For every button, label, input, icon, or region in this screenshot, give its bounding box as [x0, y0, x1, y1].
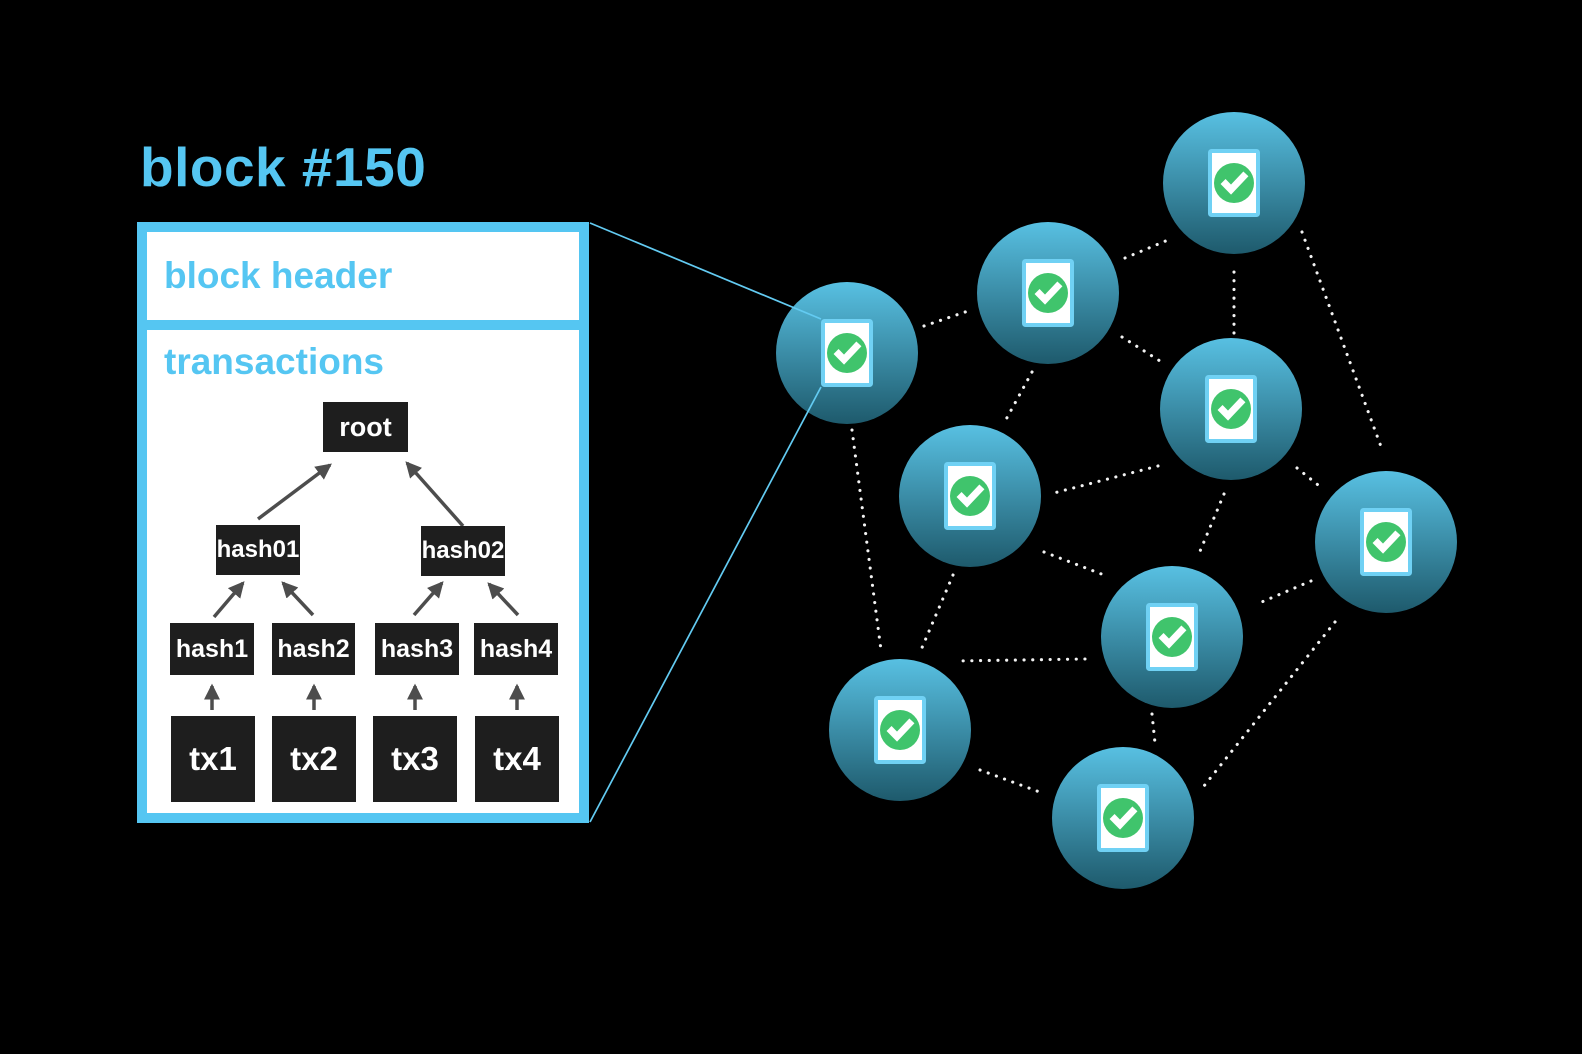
check-icon — [1372, 530, 1401, 554]
check-circle-icon — [1152, 617, 1192, 657]
block-header-label: block header — [164, 255, 393, 296]
merkle-box-tx1: tx1 — [171, 716, 255, 802]
validated-document-h — [874, 696, 926, 764]
network-link-d-g — [1196, 492, 1226, 558]
validated-document-a — [821, 319, 873, 387]
network-link-g-i — [1150, 712, 1157, 745]
network-link-c-f — [1300, 230, 1385, 454]
check-icon — [886, 718, 915, 742]
check-circle-icon — [1211, 389, 1251, 429]
document-icon — [944, 462, 996, 530]
network-links — [850, 230, 1385, 796]
network-link-e-h — [919, 573, 955, 652]
network-link-d-f — [1295, 466, 1325, 491]
merkle-box-hash01: hash01 — [216, 525, 300, 575]
transactions-label: transactions — [164, 341, 385, 382]
network-node-circles — [776, 112, 1457, 889]
check-circle-icon — [1366, 522, 1406, 562]
validated-document-b — [1022, 259, 1074, 327]
validated-document-c — [1208, 149, 1260, 217]
network-node-a — [776, 282, 918, 424]
document-icon — [1097, 784, 1149, 852]
network-link-d-e — [1048, 464, 1160, 496]
check-circle-icon — [1214, 163, 1254, 203]
document-icon — [1360, 508, 1412, 576]
callout-lines — [589, 222, 822, 823]
merkle-box-hash4: hash4 — [474, 623, 558, 675]
network-link-f-i — [1198, 620, 1337, 793]
merkle-box-hash02: hash02 — [421, 526, 505, 576]
validated-document-i — [1097, 784, 1149, 852]
validated-document-d — [1205, 375, 1257, 443]
block-header-section: block header — [147, 232, 579, 320]
network-link-b-c — [1123, 238, 1170, 260]
network-link-b-d — [1120, 335, 1162, 363]
document-icon — [1146, 603, 1198, 671]
validated-document-e — [944, 462, 996, 530]
check-icon — [1109, 806, 1138, 830]
network-link-e-g — [1042, 550, 1106, 577]
merkle-box-hash1: hash1 — [170, 623, 254, 675]
network-link-f-g — [1255, 579, 1313, 606]
merkle-box-tx2: tx2 — [272, 716, 356, 802]
merkle-box-root: root — [323, 402, 408, 452]
network-node-e — [899, 425, 1041, 567]
network-node-icons — [821, 149, 1412, 852]
network-link-a-h — [850, 428, 883, 652]
network-link-g-h — [953, 657, 1087, 663]
document-icon — [1205, 375, 1257, 443]
merkle-box-tx4: tx4 — [475, 716, 559, 802]
check-icon — [1217, 397, 1246, 421]
check-icon — [956, 484, 985, 508]
check-icon — [1034, 281, 1063, 305]
check-circle-icon — [827, 333, 867, 373]
check-circle-icon — [1028, 273, 1068, 313]
check-circle-icon — [880, 710, 920, 750]
network-node-c — [1163, 112, 1305, 254]
network-link-h-i — [978, 768, 1047, 796]
network-node-g — [1101, 566, 1243, 708]
check-icon — [1220, 171, 1249, 195]
document-icon — [874, 696, 926, 764]
network-node-d — [1160, 338, 1302, 480]
network-link-a-b — [922, 308, 973, 328]
network-node-h — [829, 659, 971, 801]
network-link-b-e — [1001, 370, 1034, 427]
document-icon — [821, 319, 873, 387]
validated-document-g — [1146, 603, 1198, 671]
check-icon — [833, 341, 862, 365]
merkle-box-hash2: hash2 — [272, 623, 355, 675]
callout-line-1 — [589, 222, 822, 320]
merkle-box-tx3: tx3 — [373, 716, 457, 802]
callout-line-2 — [589, 386, 822, 823]
network-node-f — [1315, 471, 1457, 613]
check-circle-icon — [1103, 798, 1143, 838]
document-icon — [1022, 259, 1074, 327]
validated-document-f — [1360, 508, 1412, 576]
network-node-b — [977, 222, 1119, 364]
network-node-i — [1052, 747, 1194, 889]
merkle-box-hash3: hash3 — [375, 623, 459, 675]
page-title: block #150 — [140, 136, 427, 198]
check-icon — [1158, 625, 1187, 649]
document-icon — [1208, 149, 1260, 217]
check-circle-icon — [950, 476, 990, 516]
